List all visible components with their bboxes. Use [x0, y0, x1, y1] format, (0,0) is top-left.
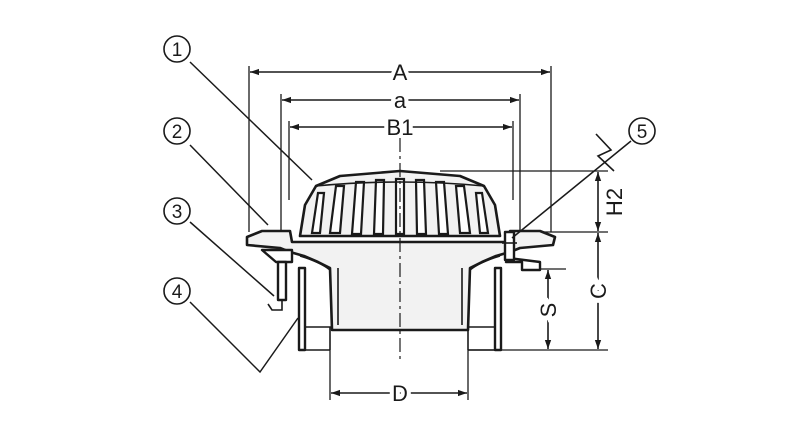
clamp-bolt	[276, 260, 288, 302]
callout-3: 3	[163, 197, 191, 225]
drain-body	[245, 169, 557, 352]
dimension-lines	[250, 68, 602, 397]
callout-2-label: 2	[172, 122, 183, 143]
dim-D-label: D	[392, 381, 408, 406]
callout-4-label: 4	[172, 282, 183, 303]
dim-A-label: A	[393, 60, 408, 85]
drain-flange	[245, 229, 557, 332]
leader-lines	[189, 61, 632, 374]
callout-3-label: 3	[172, 202, 183, 223]
callout-4: 4	[163, 277, 191, 305]
callout-5: 5	[628, 117, 656, 145]
bolt-hook	[267, 300, 283, 311]
dim-B1-label: B1	[387, 115, 414, 140]
dim-H2-label: H2	[602, 188, 627, 216]
break-symbol	[595, 133, 615, 172]
dim-a-label: a	[394, 88, 407, 113]
outlet-pipe	[297, 266, 307, 352]
dome-bolt	[503, 230, 516, 262]
callout-2: 2	[163, 117, 191, 145]
callout-1: 1	[163, 35, 191, 63]
callout-1-label: 1	[172, 40, 183, 61]
callout-5-label: 5	[637, 122, 648, 143]
dim-S-label: S	[536, 303, 561, 318]
dim-C-label: C	[586, 283, 611, 299]
